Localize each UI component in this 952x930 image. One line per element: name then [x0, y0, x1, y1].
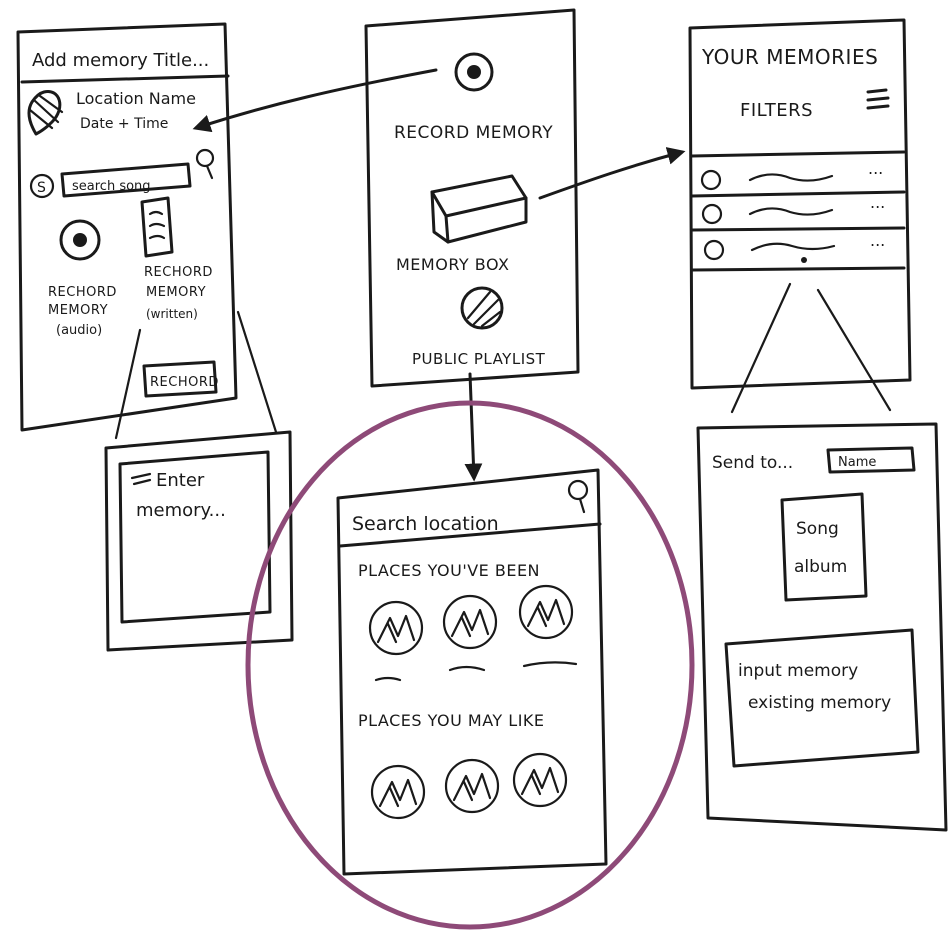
places-like-heading: PLACES YOU MAY LIKE — [358, 711, 545, 730]
arrow-to-search — [464, 372, 483, 482]
search-icon[interactable] — [567, 479, 589, 514]
highlight-circle — [245, 400, 695, 930]
record-memory-button[interactable]: RECORD MEMORY — [394, 123, 553, 143]
send-screen: Send to... Name Song album input memory … — [696, 422, 948, 832]
place-caption — [522, 661, 578, 668]
record-icon[interactable] — [454, 52, 494, 92]
record-written-label-2: MEMORY — [146, 285, 206, 300]
enter-memory-screen: Enter memory... — [104, 430, 294, 652]
record-audio-label-3: (audio) — [56, 323, 102, 338]
enter-memory-line-1: Enter — [156, 470, 205, 491]
public-playlist-button[interactable]: PUBLIC PLAYLIST — [412, 350, 546, 368]
search-song-placeholder: search song — [72, 179, 151, 194]
connector-line — [730, 282, 792, 414]
search-song-input[interactable] — [60, 162, 192, 198]
place-caption — [374, 676, 402, 682]
location-pin-icon — [27, 90, 64, 136]
menu-icon[interactable] — [866, 88, 890, 110]
record-written-label-3: (written) — [146, 307, 198, 321]
memory-row[interactable]: ... — [703, 231, 885, 263]
svg-text:S: S — [37, 180, 46, 196]
record-audio-label-2: MEMORY — [48, 303, 108, 318]
record-button[interactable] — [142, 360, 218, 398]
location-name: Location Name — [76, 89, 196, 108]
memory-text-area[interactable] — [118, 450, 272, 624]
memory-row[interactable]: ... — [701, 193, 885, 225]
memories-screen: YOUR MEMORIES FILTERS ... ... ... — [688, 18, 912, 390]
memory-box-icon[interactable] — [430, 174, 528, 244]
memories-title: YOUR MEMORIES — [701, 45, 878, 69]
memory-box-button[interactable]: MEMORY BOX — [396, 255, 510, 274]
song-label: Song — [796, 519, 839, 539]
places-been-heading: PLACES YOU'VE BEEN — [358, 561, 540, 580]
more-icon[interactable]: ... — [868, 159, 883, 178]
search-location-screen: Search location PLACES YOU'VE BEEN PLACE… — [336, 468, 608, 876]
scribble-mark — [130, 472, 152, 486]
memory-options-card[interactable] — [724, 628, 920, 768]
playlist-icon[interactable] — [460, 286, 504, 330]
filters-label[interactable]: FILTERS — [740, 100, 813, 121]
album-label: album — [794, 557, 847, 577]
spotify-icon: S — [29, 173, 55, 199]
more-icon[interactable]: ... — [870, 193, 885, 212]
record-audio-label-1: RECHORD — [48, 285, 117, 300]
record-audio-icon[interactable] — [59, 219, 101, 261]
written-memory-icon[interactable] — [140, 196, 174, 258]
record-button-label: RECHORD — [150, 375, 219, 390]
search-icon[interactable] — [195, 148, 215, 180]
song-album-card[interactable] — [780, 492, 868, 602]
search-location-input[interactable]: Search location — [352, 513, 499, 535]
add-memory-title[interactable]: Add memory Title... — [32, 50, 209, 71]
arrow-to-memories — [538, 147, 686, 200]
existing-memory-option[interactable]: existing memory — [748, 693, 891, 713]
connector-line — [816, 288, 892, 412]
name-input[interactable] — [826, 446, 916, 474]
connector-line — [114, 328, 142, 440]
enter-memory-line-2: memory... — [136, 500, 226, 521]
place-caption — [448, 665, 486, 672]
input-memory-option[interactable]: input memory — [738, 661, 858, 681]
arrow-to-add-memory — [192, 68, 438, 133]
more-icon[interactable]: ... — [870, 231, 885, 250]
date-time: Date + Time — [80, 116, 168, 132]
add-memory-screen: Add memory Title... Location Name Date +… — [16, 22, 238, 432]
memory-row[interactable]: ... — [700, 159, 883, 191]
record-written-label-1: RECHORD — [144, 265, 213, 280]
home-screen: RECORD MEMORY MEMORY BOX PUBLIC PLAYLIST — [364, 8, 580, 388]
connector-line — [236, 310, 278, 434]
name-input-placeholder: Name — [838, 455, 876, 470]
send-to-label: Send to... — [712, 453, 793, 473]
